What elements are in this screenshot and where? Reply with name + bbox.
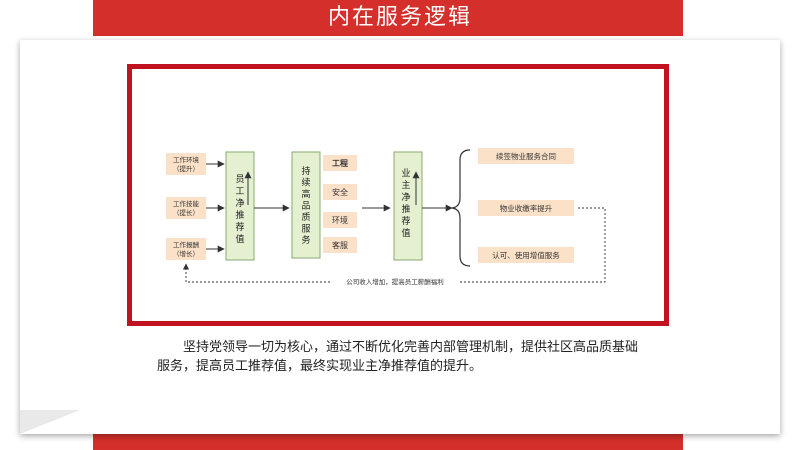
feedback-label: 公司收入增加，提高员工薪酬福利 bbox=[346, 277, 444, 286]
input-box-environment: 工作环境 （提升） bbox=[166, 153, 206, 175]
top-banner bbox=[93, 0, 683, 36]
bottom-banner bbox=[93, 430, 683, 450]
input-box-skills: 工作技能 （提长） bbox=[166, 197, 206, 219]
owner-nps-box: 业主净推荐值 bbox=[393, 151, 423, 261]
service-item-environment: 环境 bbox=[323, 212, 357, 228]
feedback-label-bg bbox=[330, 275, 460, 287]
svg-text:安全: 安全 bbox=[332, 187, 348, 197]
outcome-collection-rate: 物业收缴率提升 bbox=[478, 200, 574, 216]
employee-nps-label: 员工净推荐值 bbox=[235, 174, 244, 245]
page-curl bbox=[20, 410, 80, 434]
quality-service-label: 持续高品质服务 bbox=[301, 165, 310, 246]
caption-line: 品质基础服务，提高员工推荐值，最终实现业主净推荐值的提升。 bbox=[157, 340, 639, 374]
input-label: 工作技能 bbox=[173, 199, 200, 208]
outcome-value-added: 认可、使用增值服务 bbox=[478, 247, 574, 263]
input-label: 工作报酬 bbox=[173, 240, 199, 249]
input-box-compensation: 工作报酬 （增长） bbox=[166, 238, 206, 260]
summary-caption: 坚持党领导一切为核心，通过不断优化完善内部管理机制，提供社区高品质基础服务，提高… bbox=[157, 338, 647, 376]
service-item-security: 安全 bbox=[323, 184, 357, 200]
svg-text:续签物业服务合同: 续签物业服务合同 bbox=[496, 151, 556, 161]
input-sublabel: （提长） bbox=[173, 208, 199, 217]
page-title: 内在服务逻辑 bbox=[327, 5, 472, 30]
brace bbox=[451, 149, 471, 267]
svg-text:工程: 工程 bbox=[332, 158, 348, 168]
service-item-engineering: 工程 bbox=[323, 155, 357, 171]
input-sublabel: （提升） bbox=[173, 164, 199, 173]
input-sublabel: （增长） bbox=[173, 249, 199, 258]
input-label: 工作环境 bbox=[173, 155, 200, 164]
quality-service-box: 持续高品质服务 bbox=[291, 151, 321, 259]
svg-text:客服: 客服 bbox=[332, 240, 348, 250]
svg-text:认可、使用增值服务: 认可、使用增值服务 bbox=[492, 250, 560, 260]
svg-text:环境: 环境 bbox=[332, 215, 348, 225]
outcome-renew-contract: 续签物业服务合同 bbox=[478, 148, 574, 164]
owner-nps-label: 业主净推荐值 bbox=[401, 168, 410, 239]
employee-nps-box: 员工净推荐值 bbox=[225, 151, 255, 261]
feedback-loop bbox=[182, 207, 606, 283]
service-item-customer: 客服 bbox=[323, 237, 357, 253]
caption-line: 坚持党领导一切为核心，通过不断优化完善内部管理机制，提供社区高 bbox=[183, 340, 587, 355]
svg-text:物业收缴率提升: 物业收缴率提升 bbox=[500, 203, 553, 213]
